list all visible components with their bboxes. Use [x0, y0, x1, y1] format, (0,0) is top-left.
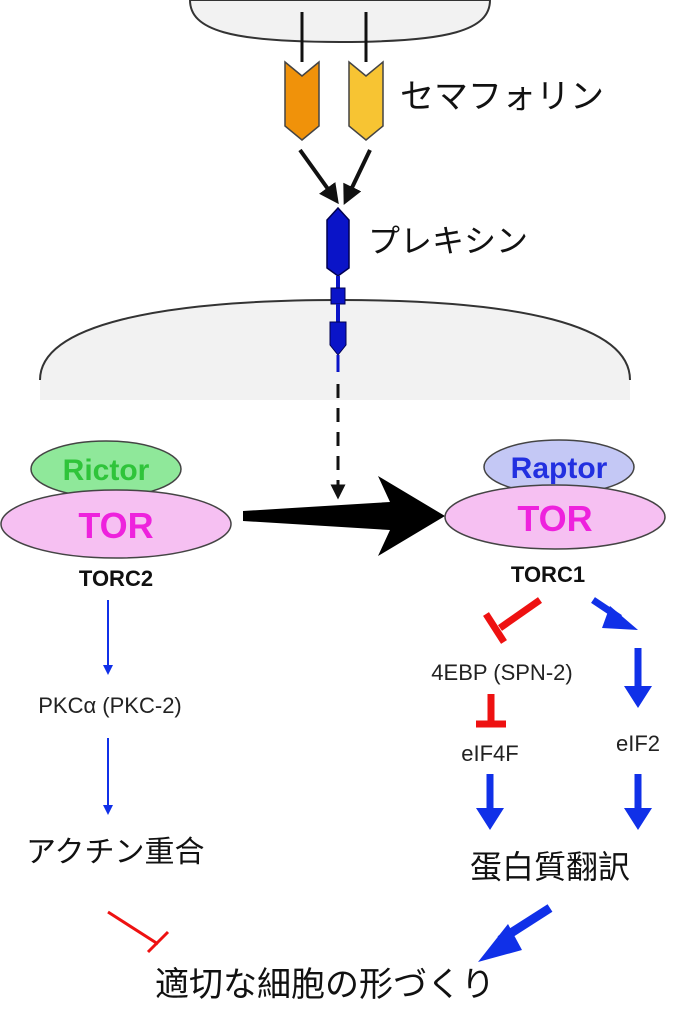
arrow-torc1-to-eif2-head: [602, 606, 638, 630]
wedge-arrow-torc2-to-torc1: [243, 476, 445, 556]
arrow-to-eif2-head: [624, 686, 652, 708]
plexin-intracellular-domain: [329, 321, 347, 356]
tor-right-label: TOR: [517, 498, 592, 539]
plexin-shape: [326, 206, 350, 277]
inhibition-bar-actin: [146, 930, 170, 954]
eif2-label: eIF2: [616, 731, 660, 756]
inhibition-bar-4ebp: [483, 612, 507, 644]
eif4f-label: eIF4F: [461, 741, 518, 766]
semaphorin-left-shape: [284, 60, 320, 141]
tor-right-ellipse: [444, 484, 666, 550]
arrow-eif2-to-translation-head: [624, 808, 652, 830]
arrow-sema-right-to-plexin: [343, 149, 372, 206]
plexin-transmembrane-domain: [330, 287, 346, 305]
arrow-sema-left-to-plexin: [298, 148, 339, 205]
plexin-label: プレキシン: [368, 222, 528, 260]
pkc-label: PKCα (PKC-2): [38, 693, 182, 718]
semaphorin-label: セマフォリン: [400, 77, 604, 117]
raptor-label: Raptor: [511, 452, 608, 485]
inhibition-actin-to-shape: [107, 910, 159, 946]
semaphorin-right-shape: [348, 60, 384, 141]
top-cell-membrane: [188, 0, 492, 44]
4ebp-label: 4EBP (SPN-2): [431, 660, 572, 685]
actin-polymerization-label: アクチン重合: [26, 835, 205, 870]
torc2-label: TORC2: [79, 566, 153, 591]
cell-shape-label: 適切な細胞の形づくり: [155, 965, 495, 1005]
inhibition-torc1-to-4ebp: [497, 597, 543, 631]
tor-left-label: TOR: [78, 505, 153, 546]
arrow-translation-to-shape-head: [478, 924, 522, 962]
tor-left-ellipse: [0, 489, 232, 559]
arrow-eif4f-to-translation-head: [476, 808, 504, 830]
rictor-label: Rictor: [63, 454, 150, 487]
torc1-label: TORC1: [511, 562, 585, 587]
protein-translation-label: 蛋白質翻訳: [470, 848, 630, 886]
